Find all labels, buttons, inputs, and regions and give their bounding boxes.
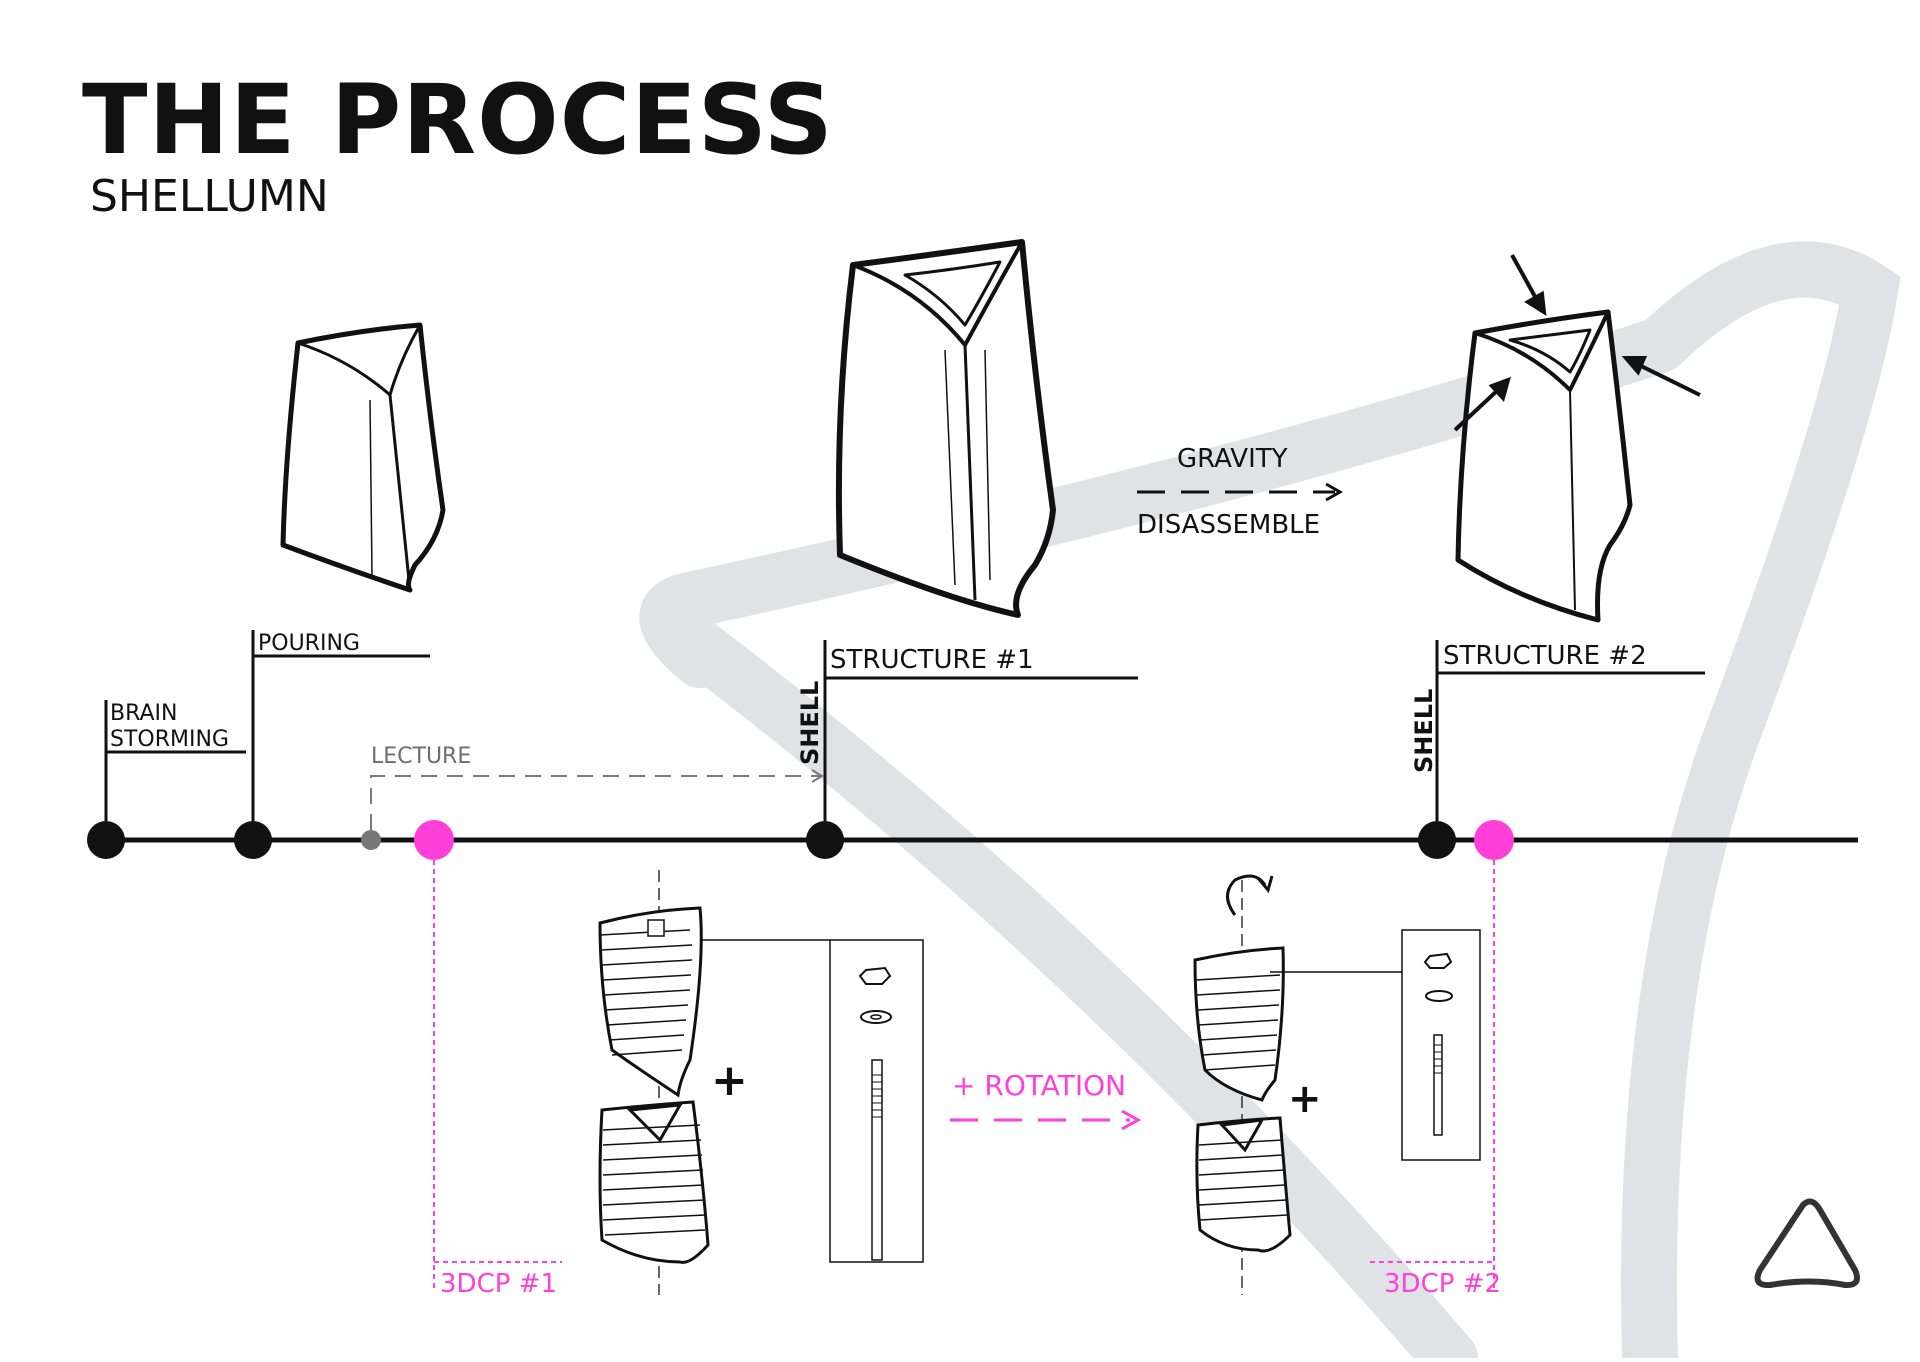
- label-shell2: SHELL: [1410, 689, 1438, 773]
- node-pouring: [234, 821, 272, 859]
- node-structure1: [806, 821, 844, 859]
- label-structure2: STRUCTURE #2: [1443, 641, 1647, 671]
- background-swoosh-diagonal: [662, 612, 1478, 1362]
- label-dcp1: 3DCP #1: [440, 1269, 557, 1299]
- dcp2-dotted-path: [1370, 860, 1495, 1292]
- node-structure2: [1418, 821, 1456, 859]
- label-rotation: + ROTATION: [952, 1069, 1126, 1102]
- page-title: THE PROCESS: [82, 64, 834, 176]
- plus-1: +: [711, 1055, 748, 1106]
- label-structure1: STRUCTURE #1: [830, 645, 1034, 675]
- lecture-arrowhead: [811, 769, 824, 783]
- label-dcp2: 3DCP #2: [1384, 1269, 1501, 1299]
- printed-column-bottom-2: [1195, 1116, 1292, 1253]
- node-3dcp2: [1474, 820, 1514, 860]
- rotate-arrow-icon: [1226, 874, 1274, 916]
- label-disassemble: DISASSEMBLE: [1137, 510, 1320, 540]
- hardware-box-1: [829, 939, 924, 1263]
- page-subtitle: SHELLUMN: [90, 171, 329, 222]
- label-gravity: GRAVITY: [1177, 444, 1288, 474]
- column-structure2-drawing: [1455, 309, 1633, 623]
- printed-column-top-1: [598, 906, 830, 1098]
- rotation-arrowhead: [1121, 1109, 1142, 1131]
- triangle-logo-icon: [1754, 1198, 1860, 1289]
- node-lecture: [361, 830, 381, 850]
- node-3dcp1: [414, 820, 454, 860]
- node-brainstorming: [87, 821, 125, 859]
- label-brainstorming-2: STORMING: [110, 727, 229, 752]
- plus-2: +: [1288, 1076, 1322, 1122]
- hardware-box-2: [1401, 929, 1481, 1161]
- dcp1-dotted-path: [433, 860, 562, 1290]
- label-lecture: LECTURE: [371, 744, 471, 769]
- gravity-arrowhead: [1325, 482, 1344, 502]
- column-pouring-drawing: [280, 322, 446, 593]
- label-shell1: SHELL: [796, 681, 824, 765]
- lecture-dashed-path: [370, 775, 820, 830]
- label-brainstorming-1: BRAIN: [110, 701, 177, 726]
- column-structure1-drawing: [835, 239, 1056, 618]
- printed-column-bottom-1: [598, 1100, 710, 1264]
- force-arrows: [1453, 254, 1701, 432]
- label-pouring: POURING: [258, 631, 360, 656]
- printed-column-top-2: [1193, 946, 1402, 1102]
